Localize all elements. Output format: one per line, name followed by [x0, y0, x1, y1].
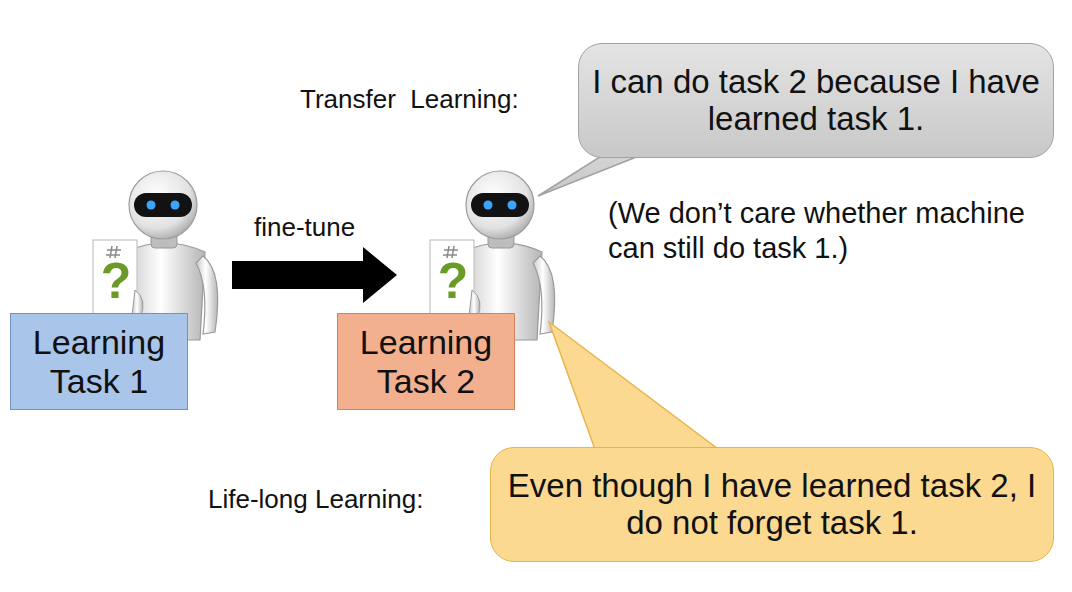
- task-box: Learning Task 1: [10, 313, 188, 410]
- callout-tail: [549, 322, 722, 452]
- node-text: I can do task 2 because I have learned t…: [591, 64, 1041, 138]
- section-label: Life-long Learning:: [208, 484, 488, 515]
- text-holder: I can do task 2 because I have learned t…: [591, 64, 1041, 138]
- text-holder: Even though I have learned task 2, I do …: [503, 468, 1041, 542]
- block-arrow: [232, 247, 397, 303]
- question-mark: ?: [435, 256, 471, 306]
- note-text: (We don’t care whether machine can still…: [608, 196, 1048, 266]
- text-holder: Learning Task 2: [346, 323, 506, 399]
- node-text: Learning Task 2: [346, 323, 506, 399]
- text-holder: Learning Task 1: [19, 323, 179, 399]
- question-mark: ?: [98, 256, 134, 306]
- task-box: Learning Task 2: [337, 313, 515, 410]
- node-text: Learning Task 1: [19, 323, 179, 399]
- section-label: Transfer Learning:: [300, 84, 580, 115]
- speech-bubble: I can do task 2 because I have learned t…: [578, 43, 1054, 158]
- edge-label: fine-tune: [254, 212, 355, 243]
- speech-bubble: Even though I have learned task 2, I do …: [490, 447, 1054, 562]
- node-text: Even though I have learned task 2, I do …: [503, 468, 1041, 542]
